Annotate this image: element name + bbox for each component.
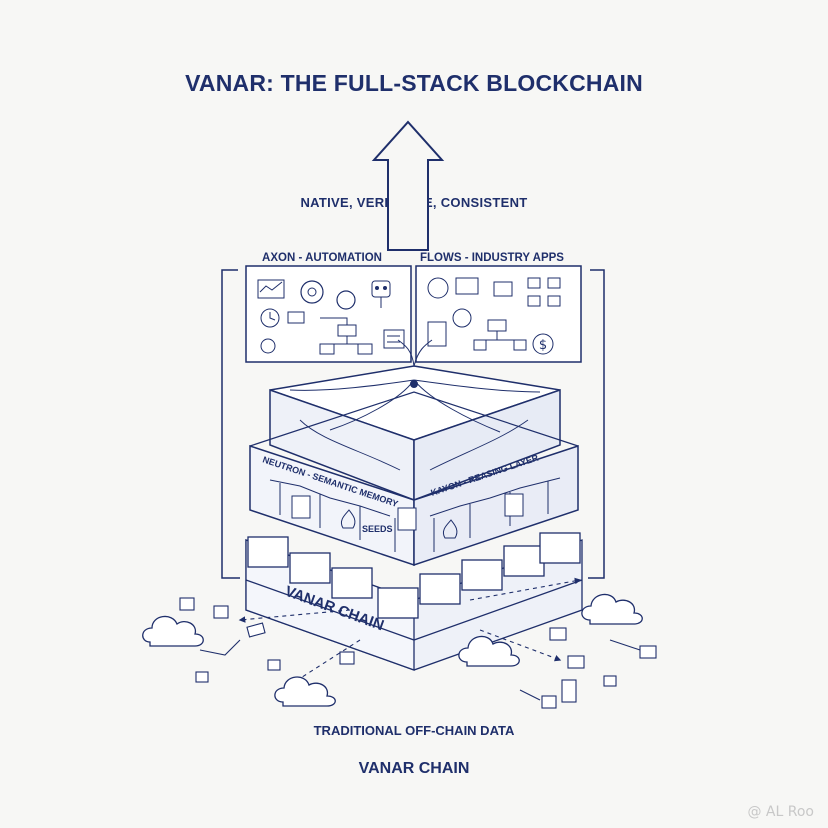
gear-icon [336,290,356,310]
gear-icon [300,280,324,304]
roots-layer [269,339,561,502]
vanar-chain-base [245,532,583,671]
right-bracket [588,269,605,579]
clock-icon [260,308,280,328]
offchain-data-label: TRADITIONAL OFF-CHAIN DATA [313,723,515,738]
dollar-coin-icon [532,333,554,355]
seeds-label: SEEDS [362,524,393,534]
upward-arrow-icon [371,120,445,251]
footer-title: VANAR CHAIN [358,760,470,777]
cloud-icon [142,593,643,707]
svg-text:$: $ [539,338,547,353]
axon-automation-panel [245,265,412,363]
flows-panel-label: FLOWS - INDUSTRY APPS [420,252,564,264]
watermark: @ AL Roo [747,804,814,820]
flows-industry-apps-panel: $ [415,265,582,363]
left-bracket [221,269,240,579]
diagram-title: VANAR: THE FULL-STACK BLOCKCHAIN [185,70,643,96]
offchain-data-fragments [179,597,657,709]
axon-panel-label: AXON - AUTOMATION [262,252,382,264]
